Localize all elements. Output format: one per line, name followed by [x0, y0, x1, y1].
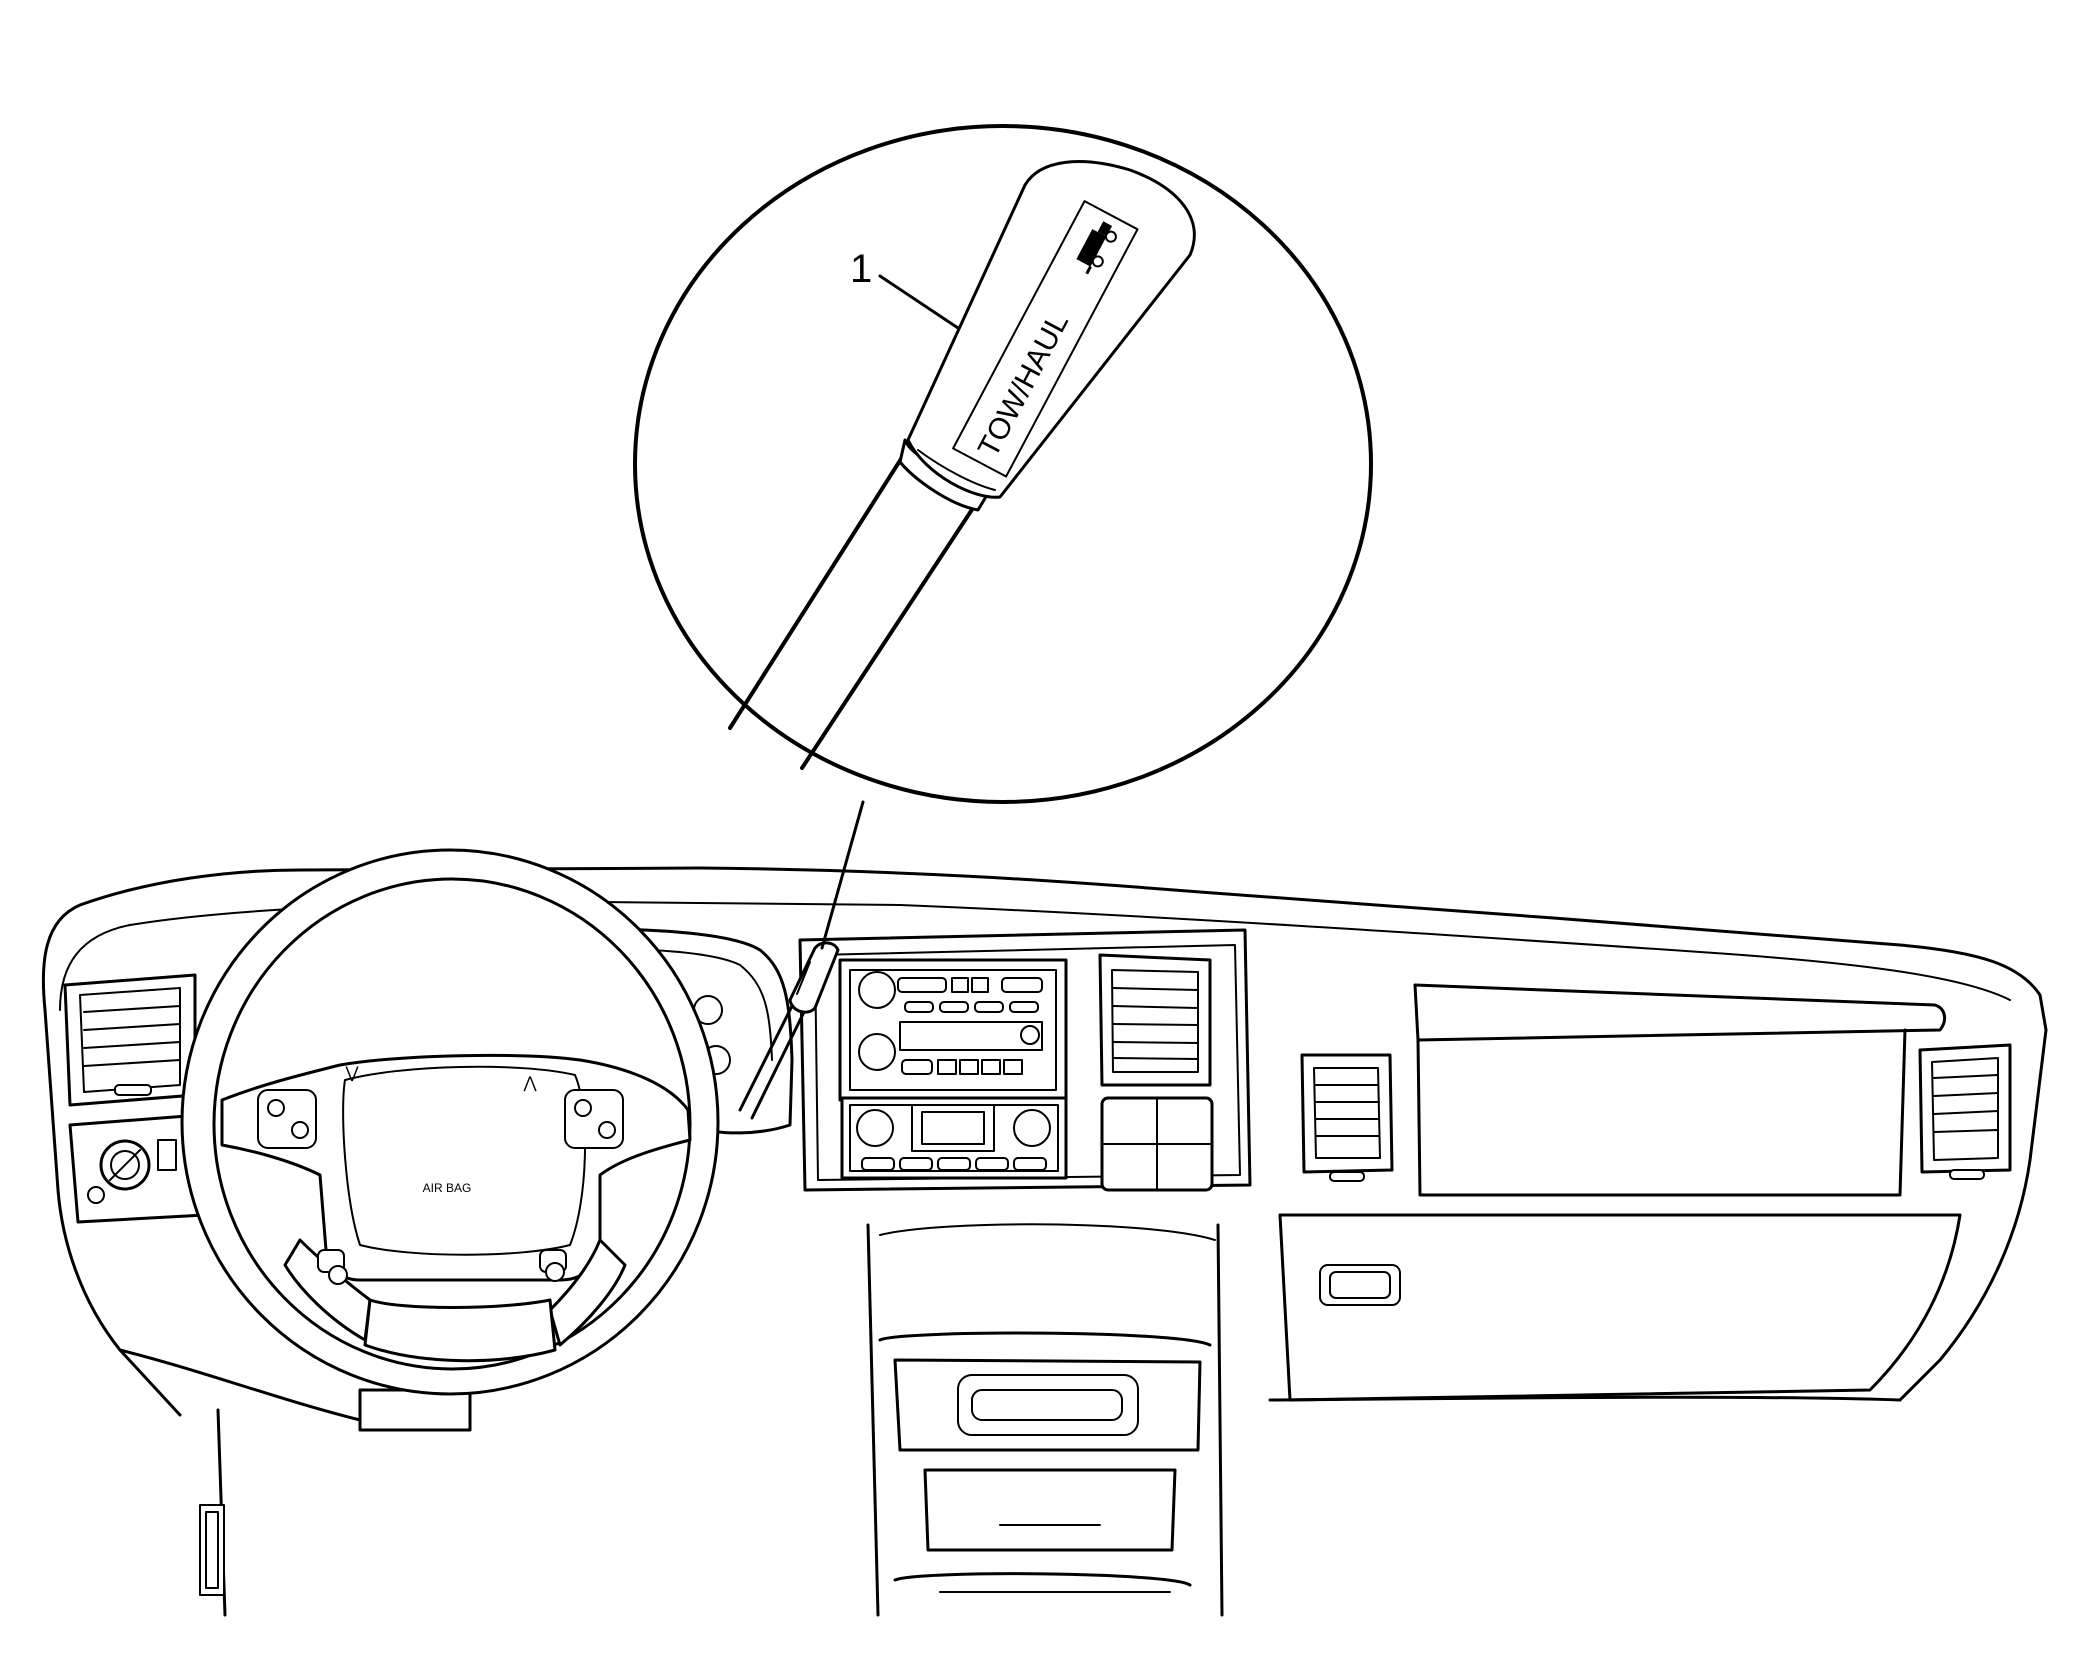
steering-column — [199, 1388, 472, 1617]
magnifier-leader-line — [820, 800, 865, 950]
radio-unit — [798, 928, 1252, 1192]
dash-right-face — [1898, 1028, 2048, 1402]
magnified-detail-view: TOW/HAUL 1 — [633, 124, 1373, 950]
dash-top-inner-edge — [59, 900, 2011, 1011]
climate-control-unit — [840, 1096, 1068, 1180]
right-center-air-vent — [1300, 1053, 1394, 1182]
callout-number: 1 — [850, 247, 872, 291]
magnifier-circle — [633, 124, 1373, 804]
callout-leader-line — [878, 274, 960, 330]
shift-lever-on-column — [738, 941, 840, 1120]
console-storage-slot — [957, 1374, 1139, 1436]
left-air-vent — [63, 973, 197, 1107]
wheel-logo-left: ⋁ — [344, 1065, 359, 1082]
accessory-switch-block — [1100, 1096, 1214, 1192]
center-air-vent — [1098, 953, 1212, 1087]
dash-front-face — [43, 1008, 182, 1417]
truck-icon — [1076, 221, 1117, 275]
center-console — [866, 1223, 1224, 1617]
airbag-label: AIR BAG — [423, 1181, 472, 1195]
passenger-dash-panel — [1278, 983, 1962, 1402]
right-air-vent — [1918, 1043, 2012, 1180]
lever-shaft-right — [800, 503, 977, 770]
dash-top-edge — [41, 866, 2048, 1032]
wheel-logo-right: ⋀ — [522, 1075, 537, 1092]
steering-wheel: AIR BAG ⋁ ⋀ — [180, 848, 720, 1396]
lever-shaft-left — [728, 446, 910, 730]
instrument-panel: AIR BAG ⋁ ⋀ — [41, 848, 2048, 1617]
dash-lower-edge — [118, 1348, 362, 1422]
headlamp-switch-panel — [68, 1113, 207, 1224]
glovebox-handle — [1319, 1264, 1401, 1306]
